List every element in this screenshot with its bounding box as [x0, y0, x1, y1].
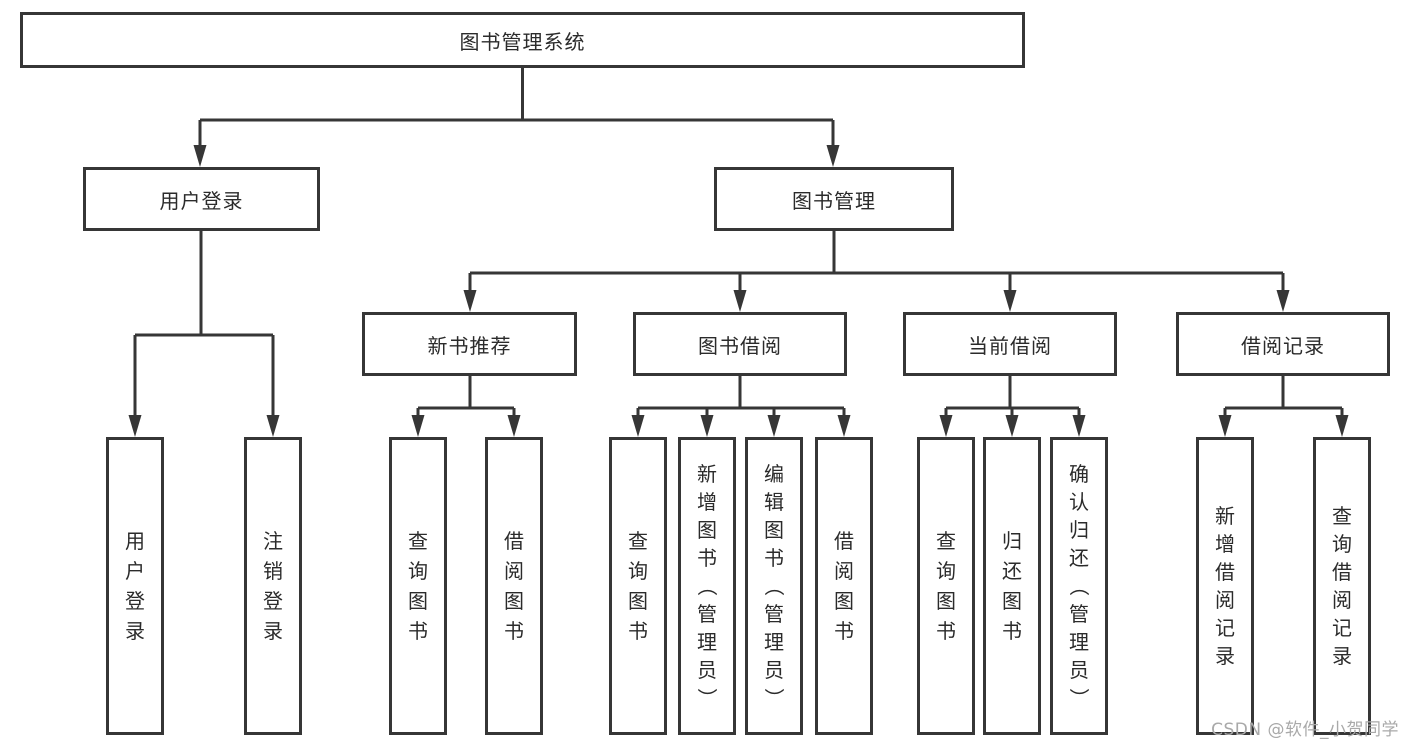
connector-current-to-leaves — [939, 375, 1086, 437]
node-current-borrow: 当前借阅 — [903, 312, 1117, 376]
vertical-char: ） — [1067, 688, 1091, 708]
vertical-char: 理 — [1069, 630, 1089, 654]
vertical-char: 借 — [1215, 560, 1235, 584]
leaf-query-books-recommend: 查询图书 — [389, 437, 447, 735]
vertical-char: 查 — [936, 529, 956, 553]
vertical-char: 编 — [764, 462, 784, 486]
leaf-borrow-books-recommend: 借阅图书 — [485, 437, 543, 735]
vertical-char: 书 — [936, 619, 956, 643]
vertical-char: 登 — [263, 589, 283, 613]
vertical-char: 理 — [764, 630, 784, 654]
connector-root-to-level1 — [193, 68, 840, 167]
vertical-char: 新 — [697, 462, 717, 486]
vertical-char: 图 — [504, 589, 524, 613]
leaf-query-books-borrow: 查询图书 — [609, 437, 667, 735]
leaf-confirm-return-admin: 确认归还 （ 管理员 ） — [1050, 437, 1108, 735]
vertical-char: （ — [695, 576, 719, 596]
vertical-char: 查 — [1332, 504, 1352, 528]
leaf-user-login: 用户登录 — [106, 437, 164, 735]
vertical-char: 管 — [1069, 602, 1089, 626]
vertical-char: 图 — [408, 589, 428, 613]
vertical-char: 阅 — [1215, 588, 1235, 612]
vertical-char: （ — [762, 576, 786, 596]
vertical-char: 书 — [408, 619, 428, 643]
vertical-char: 新 — [1215, 504, 1235, 528]
vertical-char: ） — [762, 688, 786, 708]
leaf-add-books-admin: 新增图书 （ 管理员 ） — [678, 437, 736, 735]
vertical-char: 书 — [504, 619, 524, 643]
leaf-logout: 注销登录 — [244, 437, 302, 735]
node-book-management: 图书管理 — [714, 167, 954, 231]
vertical-char: 记 — [1215, 616, 1235, 640]
vertical-char: 归 — [1069, 518, 1089, 542]
leaf-borrow-books: 借阅图书 — [815, 437, 873, 735]
leaf-query-borrow-record: 查询借阅记录 — [1313, 437, 1371, 735]
vertical-char: 管 — [764, 602, 784, 626]
vertical-char: 销 — [263, 559, 283, 583]
connector-borrow-to-leaves — [631, 375, 851, 437]
node-borrow-records: 借阅记录 — [1176, 312, 1390, 376]
vertical-char: 询 — [936, 559, 956, 583]
vertical-char: 录 — [1332, 644, 1352, 668]
vertical-char: 录 — [125, 619, 145, 643]
vertical-char: 确 — [1069, 462, 1089, 486]
vertical-char: 记 — [1332, 616, 1352, 640]
vertical-char: 书 — [834, 619, 854, 643]
vertical-char: 理 — [697, 630, 717, 654]
vertical-char: 登 — [125, 589, 145, 613]
vertical-char: 书 — [1002, 619, 1022, 643]
vertical-char: 还 — [1069, 546, 1089, 570]
leaf-add-borrow-record: 新增借阅记录 — [1196, 437, 1254, 735]
vertical-char: 图 — [628, 589, 648, 613]
vertical-char: ） — [695, 688, 719, 708]
leaf-query-books-current: 查询图书 — [917, 437, 975, 735]
node-library-management-system: 图书管理系统 — [20, 12, 1025, 68]
vertical-char: 书 — [697, 546, 717, 570]
vertical-char: 归 — [1002, 529, 1022, 553]
vertical-char: 户 — [125, 559, 145, 583]
vertical-char: 查 — [408, 529, 428, 553]
node-user-login: 用户登录 — [83, 167, 320, 231]
vertical-char: 阅 — [504, 559, 524, 583]
vertical-char: 还 — [1002, 559, 1022, 583]
vertical-char: 书 — [764, 546, 784, 570]
vertical-char: 图 — [764, 518, 784, 542]
vertical-char: 图 — [834, 589, 854, 613]
vertical-char: 管 — [697, 602, 717, 626]
vertical-char: 借 — [834, 529, 854, 553]
vertical-char: 询 — [628, 559, 648, 583]
connector-bookmgmt-to-level2 — [463, 231, 1290, 312]
vertical-char: 注 — [263, 529, 283, 553]
vertical-char: 书 — [628, 619, 648, 643]
vertical-char: 查 — [628, 529, 648, 553]
vertical-char: 询 — [408, 559, 428, 583]
vertical-char: 询 — [1332, 532, 1352, 556]
vertical-char: 增 — [697, 490, 717, 514]
vertical-char: 图 — [697, 518, 717, 542]
vertical-char: 阅 — [834, 559, 854, 583]
vertical-char: 图 — [1002, 589, 1022, 613]
node-book-borrow: 图书借阅 — [633, 312, 847, 376]
connector-userlogin-to-leaves — [128, 231, 280, 437]
leaf-return-books: 归还图书 — [983, 437, 1041, 735]
vertical-char: 认 — [1069, 490, 1089, 514]
vertical-char: 员 — [697, 658, 717, 682]
vertical-char: 录 — [1215, 644, 1235, 668]
connector-newbook-to-leaves — [411, 375, 521, 437]
node-new-book-recommend: 新书推荐 — [362, 312, 577, 376]
vertical-char: 录 — [263, 619, 283, 643]
leaf-edit-books-admin: 编辑图书 （ 管理员 ） — [745, 437, 803, 735]
vertical-char: 员 — [764, 658, 784, 682]
vertical-char: 员 — [1069, 658, 1089, 682]
connector-records-to-leaves — [1218, 375, 1349, 437]
vertical-char: （ — [1067, 576, 1091, 596]
vertical-char: 借 — [1332, 560, 1352, 584]
vertical-char: 用 — [125, 529, 145, 553]
vertical-char: 增 — [1215, 532, 1235, 556]
vertical-char: 辑 — [764, 490, 784, 514]
vertical-char: 图 — [936, 589, 956, 613]
vertical-char: 借 — [504, 529, 524, 553]
vertical-char: 阅 — [1332, 588, 1352, 612]
